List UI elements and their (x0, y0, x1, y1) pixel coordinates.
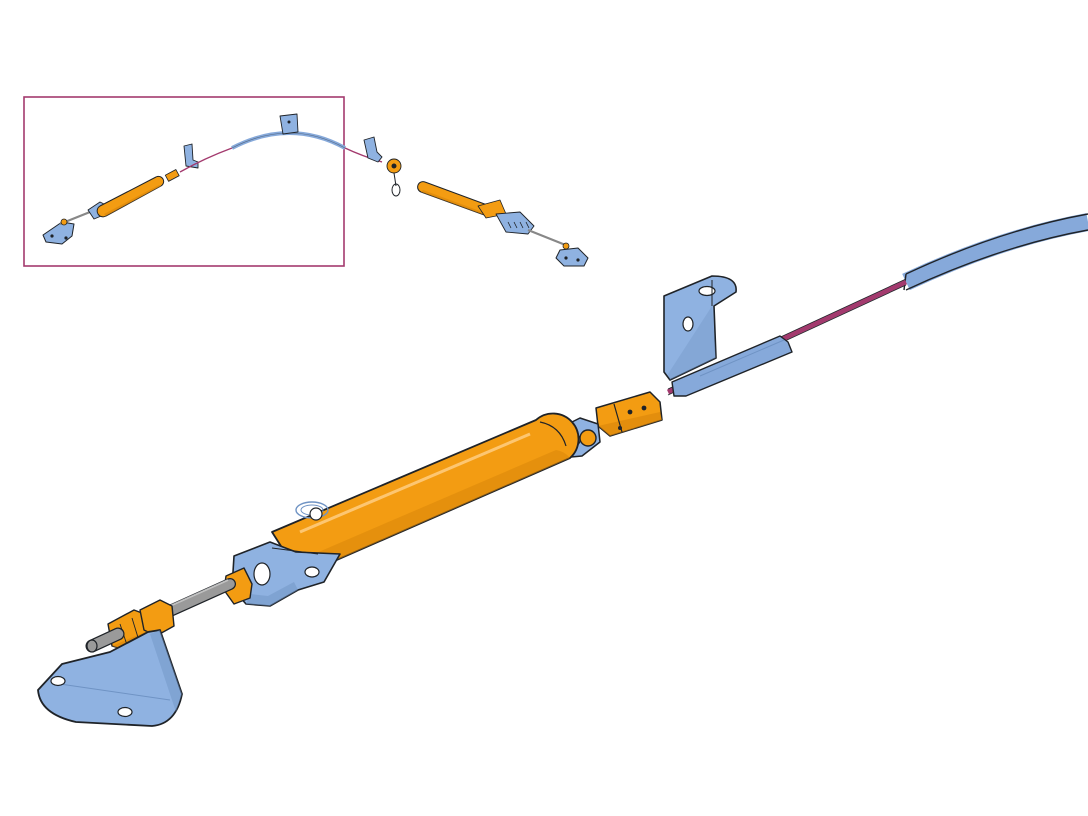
inset-right-bracket (555, 247, 589, 267)
inset-left-bracket (42, 221, 75, 245)
cable-coupler (595, 391, 663, 437)
rod-end (85, 627, 125, 653)
inset-right-rod (527, 228, 569, 248)
inset-right-cylinder (417, 181, 507, 219)
inset-top-tab (279, 113, 299, 135)
clevis-fork (231, 541, 341, 607)
pivot-pin (579, 429, 597, 447)
cylinder-vent (295, 501, 329, 521)
inset-right-guide (363, 136, 383, 163)
cable-sleeve (902, 213, 1088, 291)
inset-left-guide (183, 143, 199, 169)
inset-right-pulley (386, 158, 402, 197)
inset-right-spring (495, 211, 535, 235)
inset-cable-inner-left (179, 147, 233, 173)
mounting-bracket (37, 629, 183, 727)
cable-guide-bracket (663, 275, 737, 381)
inset-frame (23, 96, 345, 267)
cable-ferrule (671, 335, 793, 397)
inset-overview (23, 96, 589, 267)
inset-left-cylinder (96, 175, 165, 218)
inset-left-coupler (164, 169, 180, 182)
gas-cylinder (271, 412, 580, 577)
